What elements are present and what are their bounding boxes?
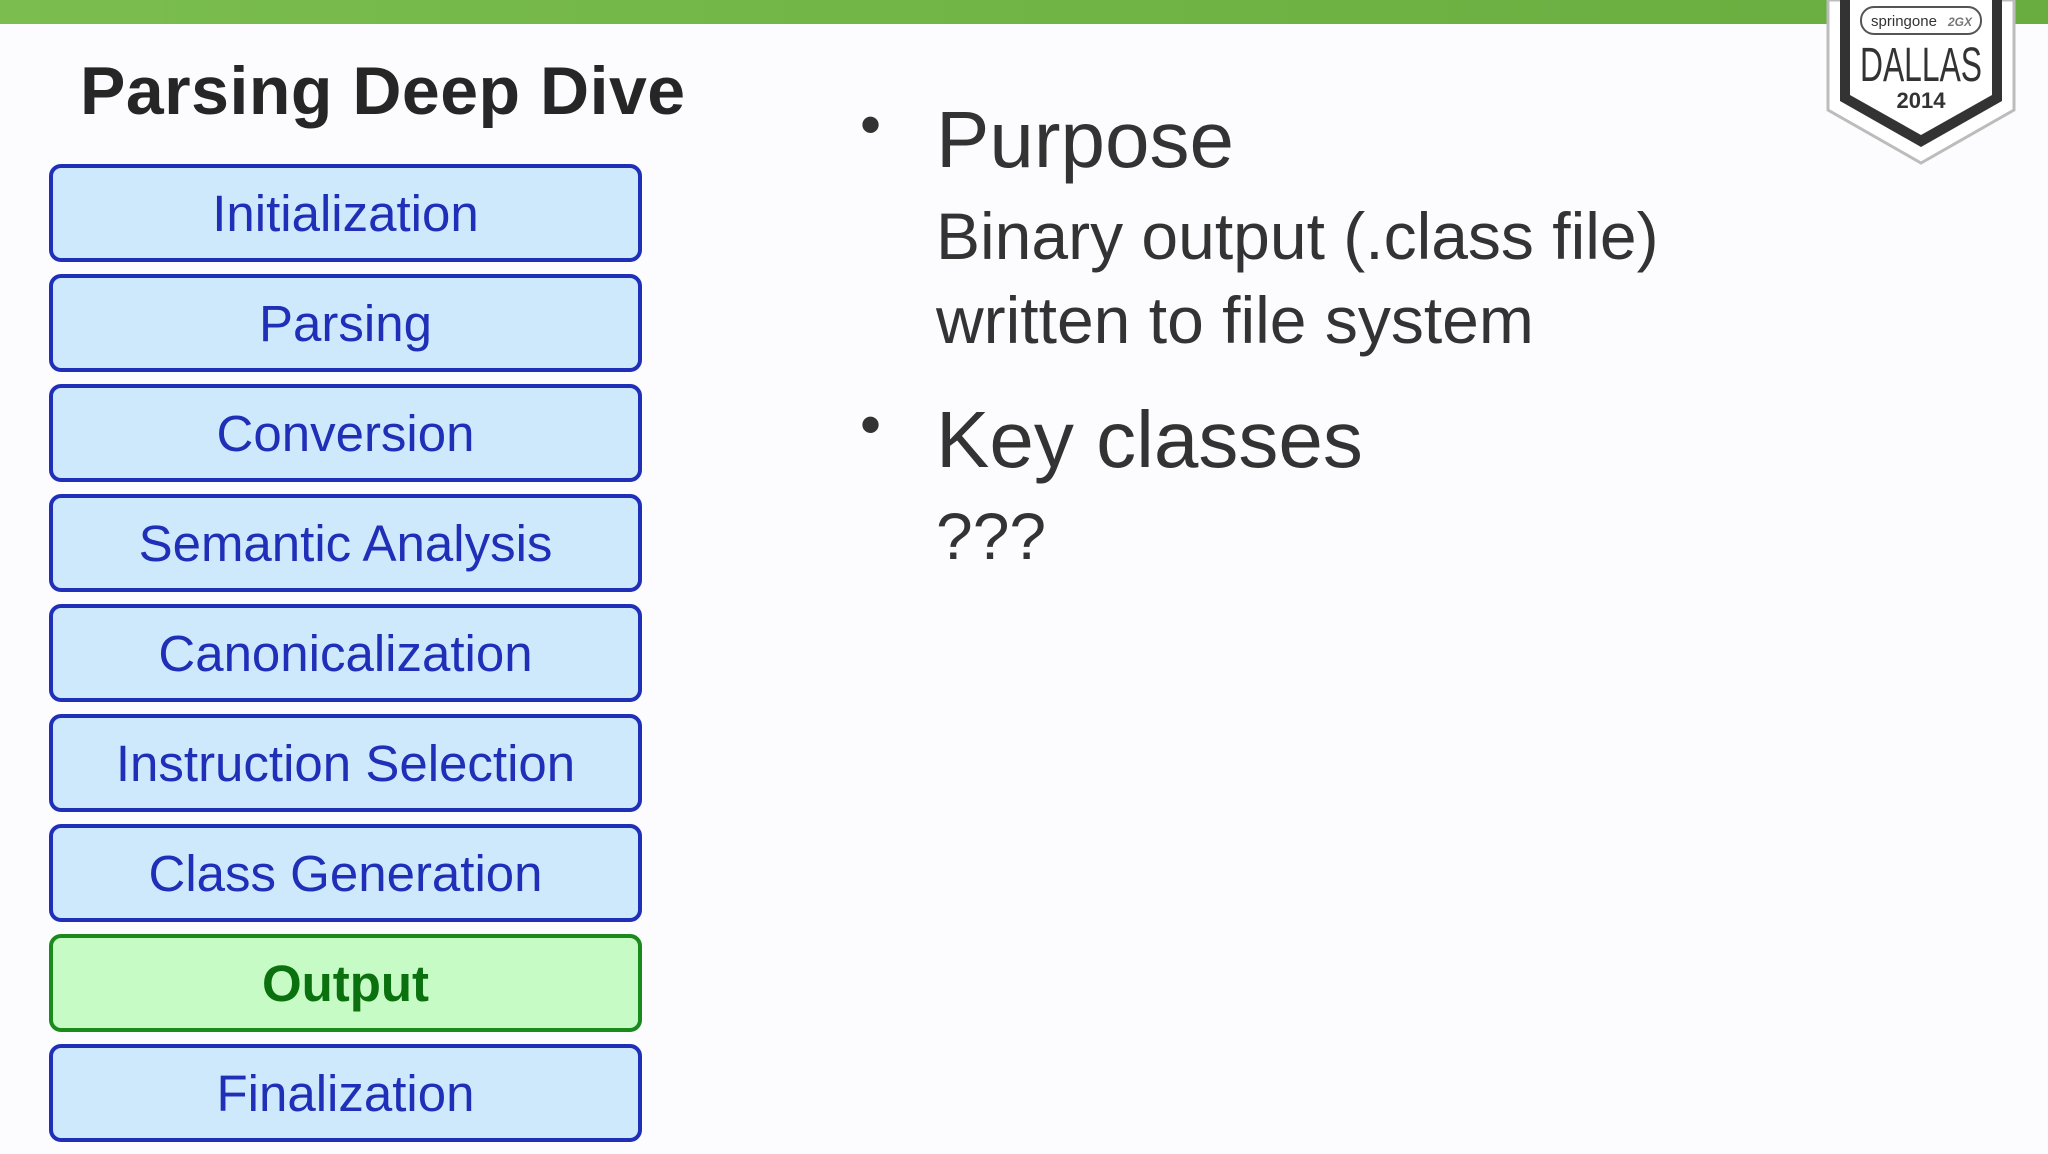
conference-badge-logo: springone 2GX DALLAS 2014: [1826, 0, 2016, 165]
pipeline-step: Instruction Selection: [49, 714, 642, 812]
pipeline-step: Semantic Analysis: [49, 494, 642, 592]
pipeline-step: Class Generation: [49, 824, 642, 922]
badge-year: 2014: [1897, 88, 1947, 113]
pipeline-step-label: Instruction Selection: [115, 734, 576, 792]
badge-brand-suffix: 2GX: [1947, 15, 1973, 29]
pipeline-steps: Initialization Parsing Conversion Semant…: [49, 164, 642, 1154]
top-accent-bar: [0, 0, 2048, 24]
bullet-list: • Purpose Binary output (.class file) wr…: [850, 90, 1850, 578]
pipeline-step-label: Finalization: [216, 1064, 475, 1122]
bullet-line: written to file system: [936, 283, 1534, 357]
bullet-heading: Purpose: [936, 95, 1234, 184]
pipeline-step: Parsing: [49, 274, 642, 372]
bullet-body: ???: [936, 494, 1850, 578]
pipeline-step-label: Conversion: [216, 404, 475, 462]
pipeline-step: Initialization: [49, 164, 642, 262]
bullet-line: Binary output (.class file): [936, 199, 1659, 273]
pipeline-step: Conversion: [49, 384, 642, 482]
badge-brand: springone: [1871, 13, 1937, 30]
badge-city: DALLAS: [1860, 39, 1982, 92]
pipeline-step: Finalization: [49, 1044, 642, 1142]
pipeline-step-active: Output: [49, 934, 642, 1032]
bullet-glyph: •: [860, 91, 882, 158]
bullet-body: Binary output (.class file) written to f…: [936, 194, 1850, 362]
badge-brand-pill: [1860, 6, 1982, 35]
pipeline-step-label: Canonicalization: [158, 624, 533, 682]
bullet-glyph: •: [860, 391, 882, 458]
bullet-line: ???: [936, 499, 1047, 573]
pipeline-step-label: Parsing: [259, 294, 432, 352]
pipeline-step: Canonicalization: [49, 604, 642, 702]
pipeline-step-label: Semantic Analysis: [138, 514, 553, 572]
slide-title: Parsing Deep Dive: [80, 53, 686, 129]
bullet-item: • Key classes ???: [850, 390, 1850, 578]
pipeline-step-label: Class Generation: [148, 844, 543, 902]
pipeline-step-label: Output: [261, 954, 430, 1012]
bullet-heading: Key classes: [936, 395, 1363, 484]
bullet-item: • Purpose Binary output (.class file) wr…: [850, 90, 1850, 362]
pipeline-step-label: Initialization: [212, 184, 479, 242]
